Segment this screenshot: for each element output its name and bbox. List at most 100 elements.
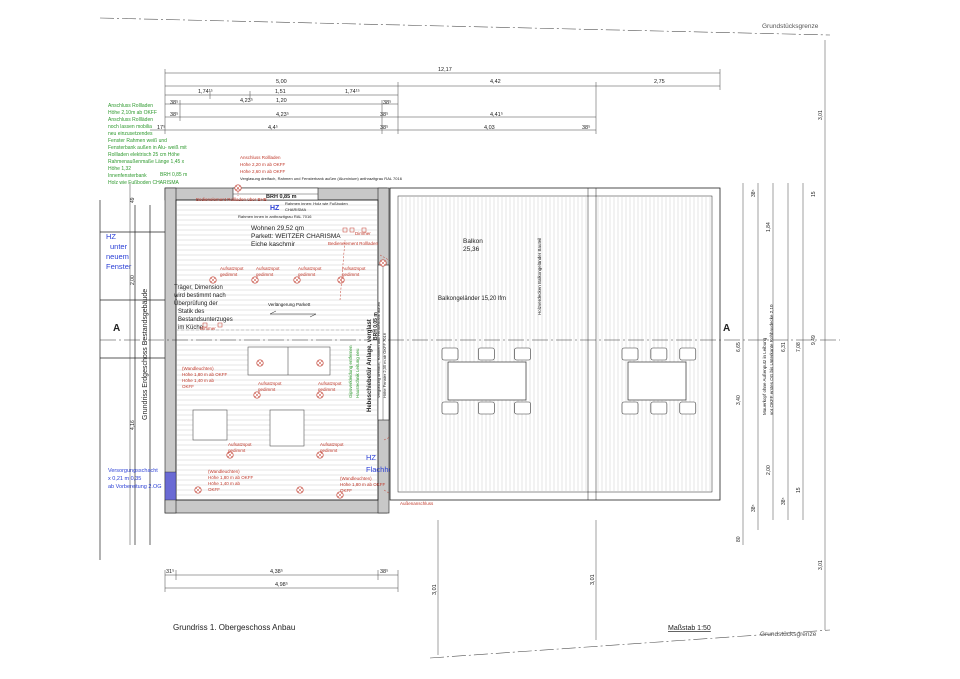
spot-label-7b: gedimmt	[228, 448, 246, 453]
green-line-0: Anschluss Rollladen	[108, 103, 153, 109]
dim-right-6: 6,31	[781, 342, 787, 352]
chair-icon	[477, 401, 495, 415]
wall-light-a2: Höhe 1,40 m ab	[182, 378, 215, 383]
spot-label-5b: gedimmt	[258, 387, 276, 392]
beam-note-line-4: Bestandsunterzuges	[178, 317, 233, 323]
shaft-line-1: x 0,21 m 0,35	[108, 476, 141, 482]
switch-icon	[349, 227, 355, 233]
window-vertical-0: Verglasung dreifach, Rahmen und Fensterb…	[376, 302, 381, 398]
room-floor2-label: Eiche kaschmir	[251, 241, 296, 248]
hz-bottom-line-0: HZ	[366, 453, 376, 462]
switch-icon	[342, 227, 348, 233]
green-line-10: Innenfensterbank	[108, 173, 147, 179]
spot-label-8a: Aufsatzspot	[320, 442, 344, 447]
chair-icon	[477, 347, 495, 361]
green-line-9: Höhe 1,32	[108, 166, 131, 172]
dim-right-3: 1,84	[766, 222, 772, 232]
dimmer-label-2: Dimmer	[355, 231, 371, 236]
dim-top-row2-c: 2,75	[654, 79, 665, 85]
dim-left-0: 49	[130, 197, 136, 203]
hz-left-line-3: Fenster	[106, 262, 132, 271]
wall-light-b1: Höhe 1,80 m ab OKFF	[208, 475, 254, 480]
dim-top-row3-a: 1,74¹⁵	[198, 88, 213, 95]
top-frame-inner-line-0: Rahmen innen: Holz wie Fußboden	[285, 201, 348, 206]
bottom-dimension-texts: 31⁵ 4,38⁵ 38⁵ 4,98⁵ 3,01 3,01	[166, 568, 596, 595]
outlet-cross	[195, 487, 201, 493]
outdoor-connection-2: Außenanschluss	[400, 501, 434, 506]
outlet-cross	[257, 360, 263, 366]
drawing-scale: Maßstab 1:50	[668, 625, 711, 632]
green-line-2: Anschluss Rollläden	[108, 117, 153, 123]
spot-label-2b: gedimmt	[256, 272, 274, 277]
wall-light-c1: Höhe 1,80 m ab OKFF	[340, 482, 386, 487]
dim-top-row3-c: 1,74¹⁵	[345, 88, 360, 95]
section-a-left: A	[113, 323, 120, 334]
green-line-1: Höhe 2,10m ab OKFF	[108, 110, 157, 116]
spot-label-2a: Aufsatzspot	[256, 266, 280, 271]
outlet-cross	[297, 487, 303, 493]
green-line-6: Fensterbank außen in Alu- weiß mit	[108, 145, 187, 151]
top-brh-label: BRH 0,85 m	[266, 194, 297, 200]
wall-light-c0: (Wandleuchten)	[340, 476, 372, 481]
section-a-right: A	[723, 323, 730, 334]
wiring-line	[379, 254, 395, 264]
parquet-extension-label: Verlängerung Parkett	[268, 302, 311, 307]
balcony: Balkon 25,36 Balkongeländer 15,20 lfm Ho…	[389, 187, 721, 501]
control-rollladen-right: Bedienelement Rollladen	[328, 241, 379, 246]
balcony-vertical-center: Holzverdecken Balkongeländer Bauteil	[537, 238, 542, 315]
dim-right-12: 15	[796, 487, 802, 493]
chair-icon	[650, 347, 668, 361]
top-rollladen-line-0: Anschluss Rollladen	[240, 155, 281, 160]
balcony-area: 25,36	[463, 246, 480, 253]
spot-label-1a: Aufsatzspot	[220, 266, 244, 271]
switch-icon	[217, 322, 223, 328]
switch-icon	[361, 227, 367, 233]
outlet-cross	[317, 392, 323, 398]
balcony-title: Balkon	[463, 238, 483, 245]
dim-bottom-total: 4,98⁵	[275, 581, 288, 588]
section-line-a: A A	[100, 323, 840, 341]
dim-top-row6-e: 38⁵	[582, 124, 590, 131]
table-icon	[627, 361, 687, 401]
dim-bottom-0: 31⁵	[166, 568, 174, 575]
wall-light-b0: (Wandleuchten)	[208, 469, 240, 474]
outlet-cross	[380, 260, 386, 266]
dim-top-row4-c: 1,20	[276, 98, 287, 104]
property-line-top: Grundstücksgrenze	[99, 17, 831, 36]
room-labels: HZ Wohnen 29,52 qm Parkett: WEITZER CHAR…	[106, 205, 420, 490]
existing-groundfloor-vertical-label: Grundriss Erdgeschoss Bestandsgebäude	[142, 289, 149, 420]
dim-top-row5-a: 38⁵	[170, 111, 178, 118]
dim-top-row6-b: 4,4⁵	[268, 124, 278, 131]
drawing-title: Grundriss 1. Obergeschoss Anbau	[173, 623, 295, 632]
shaft-line-2: ab Vorbereitung 2.OG	[108, 484, 162, 490]
lift-slide-door-label: Hebeschiebetür Anlage, verglast	[367, 319, 373, 412]
wall-light-b3: OKFF	[208, 487, 220, 492]
beam-note-line-0: Träger, Dimension	[174, 285, 223, 291]
outlet-cross	[294, 277, 300, 283]
spot-label-3a: Aufsatzspot	[298, 266, 322, 271]
outlet-cross	[254, 392, 260, 398]
property-line-label-top: Grundstücksgrenze	[762, 23, 819, 30]
balcony-railing: Balkongeländer 15,20 lfm	[438, 296, 506, 302]
dim-top-row5-b: 4,23⁵	[276, 111, 289, 118]
top-frame-inner-line-1: CHARISMA	[285, 207, 306, 212]
room-area-label: Wohnen 29,52 qm	[251, 225, 304, 232]
beam-note-line-2: Überprüfung der	[174, 300, 218, 307]
dim-bottom-1: 4,38⁵	[270, 568, 283, 575]
top-dimension-texts: 12,17 5,00 4,42 2,75 1,74¹⁵ 1,51 1,74¹⁵ …	[157, 67, 665, 131]
green-vertical-1: Gipsverkleidung entfernen	[348, 345, 353, 398]
dim-bottom-v0: 3,01	[432, 584, 438, 595]
dim-top-row6-c: 38⁵	[380, 124, 388, 131]
room-fixtures	[176, 329, 378, 447]
spot-label-1b: gedimmt	[220, 272, 238, 277]
window-vertical-1: Höhe Fenster 2,35 m ab OKFF 7016	[382, 332, 387, 398]
wall-light-a3: OKFF	[182, 384, 194, 389]
hz-left-line-0: HZ	[106, 232, 116, 241]
dim-right-14: 3,01	[818, 560, 824, 570]
dim-right-4: 9,49	[811, 335, 817, 345]
green-brh-left: BRH 0,85 m	[160, 172, 187, 178]
chair-icon	[621, 401, 639, 415]
outlet-cross	[317, 452, 323, 458]
balcony-decking	[401, 197, 711, 491]
dim-top-row6-d: 4,03	[484, 125, 495, 131]
